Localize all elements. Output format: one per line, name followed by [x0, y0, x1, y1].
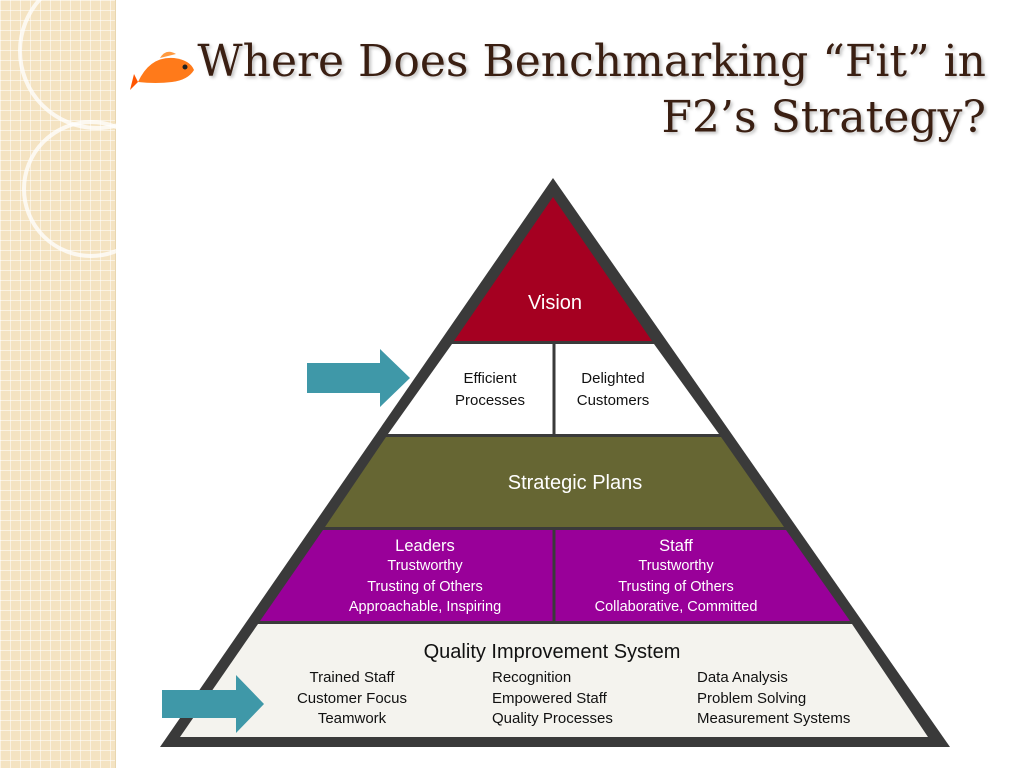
efficient-line-1: Efficient: [463, 370, 517, 387]
slide-title: Where Does Benchmarking “Fit” in F2’s St…: [166, 34, 986, 146]
staff-heading: Staff: [659, 537, 693, 555]
leaders-item: Trusting of Others: [367, 578, 483, 595]
vision-tier: [454, 197, 652, 341]
efficient-processes-label: Efficient Processes: [430, 368, 550, 412]
quality-system-tier: [180, 624, 928, 737]
quality-col-1-item: Customer Focus: [296, 689, 408, 707]
staff-item: Trusting of Others: [618, 578, 734, 595]
quality-col-2-item: Recognition: [492, 669, 572, 686]
quality-col-3: Data Analysis Problem Solving Measuremen…: [697, 668, 867, 730]
quality-col-2: Recognition Empowered Staff Quality Proc…: [492, 668, 642, 730]
staff-block: Staff Trustworthy Trusting of Others Col…: [576, 536, 776, 618]
leaders-item: Approachable, Inspiring: [348, 599, 502, 615]
leaders-block: Leaders Trustworthy Trusting of Others A…: [325, 536, 525, 618]
quality-col-3-item: Problem Solving: [697, 689, 807, 707]
quality-col-1-item: Trained Staff: [309, 669, 395, 686]
title-line-1: Where Does Benchmarking “Fit” in: [197, 36, 986, 87]
leaders-item: Trustworthy: [387, 558, 463, 574]
title-line-2: F2’s Strategy?: [661, 92, 987, 143]
staff-item: Trustworthy: [638, 558, 714, 574]
arrow-pointer-upper: [307, 349, 410, 407]
quality-col-3-item: Data Analysis: [697, 669, 788, 686]
quality-system-heading: Quality Improvement System: [423, 641, 681, 663]
quality-col-2-item: Quality Processes: [492, 710, 613, 727]
goldfish-icon: [130, 51, 194, 90]
efficient-line-2: Processes: [454, 392, 526, 409]
delighted-line-2: Customers: [576, 392, 650, 409]
delighted-customers-label: Delighted Customers: [553, 368, 673, 412]
strategic-plans-label: Strategic Plans: [507, 472, 643, 494]
quality-col-1-item: Teamwork: [317, 710, 387, 727]
decorative-ring-bottom: [22, 120, 160, 258]
strategic-plans-tier: [325, 437, 784, 527]
delighted-line-1: Delighted: [581, 370, 645, 387]
arrow-pointer-lower: [162, 675, 264, 733]
quality-col-2-item: Empowered Staff: [492, 689, 607, 707]
decorative-side-panel: [0, 0, 176, 768]
leaders-heading: Leaders: [395, 537, 455, 555]
quality-col-1: Trained Staff Customer Focus Teamwork: [287, 668, 417, 730]
quality-col-3-item: Measurement Systems: [697, 710, 851, 727]
vision-label: Vision: [527, 292, 583, 314]
staff-item: Collaborative, Committed: [594, 599, 758, 615]
